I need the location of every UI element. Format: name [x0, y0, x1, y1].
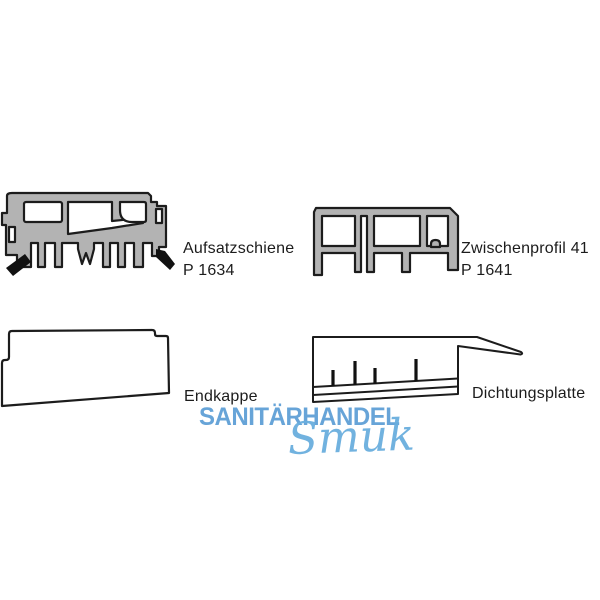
aufsatzschiene-profile-drawing	[0, 185, 180, 285]
gasket-layer-line-2	[312, 385, 459, 396]
chamber-1	[320, 214, 357, 248]
endkappe-icon	[0, 328, 171, 408]
chamber-2	[372, 214, 422, 248]
aufsatzschiene-label: Aufsatzschiene	[183, 240, 295, 257]
left-foot-seal	[6, 254, 31, 276]
watermark-line2: Smuk	[287, 409, 416, 465]
chamber-left	[22, 200, 64, 224]
right-foot-seal	[156, 249, 175, 270]
gasket-layer-line-1	[312, 377, 459, 388]
zwischenprofil-profile-drawing	[305, 203, 470, 283]
chamber-right	[118, 200, 148, 224]
chamber-bump	[429, 238, 442, 249]
aufsatzschiene-profile-icon	[0, 191, 175, 276]
hook-slot	[154, 207, 164, 225]
dichtungsplatte-label: Dichtungsplatte	[472, 385, 586, 402]
aufsatzschiene-code: P 1634	[183, 262, 235, 279]
zwischenprofil-profile-icon	[312, 206, 460, 277]
watermark-line1: SANITÄRHANDEL	[199, 403, 400, 431]
endkappe-label: Endkappe	[184, 388, 258, 405]
side-notch	[7, 225, 17, 244]
dichtungsplatte-drawing	[310, 335, 525, 405]
endkappe-drawing	[0, 325, 180, 410]
zwischenprofil-label: Zwischenprofil 41	[461, 240, 589, 257]
zwischenprofil-code: P 1641	[461, 262, 513, 279]
dichtungsplatte-icon	[312, 336, 524, 403]
